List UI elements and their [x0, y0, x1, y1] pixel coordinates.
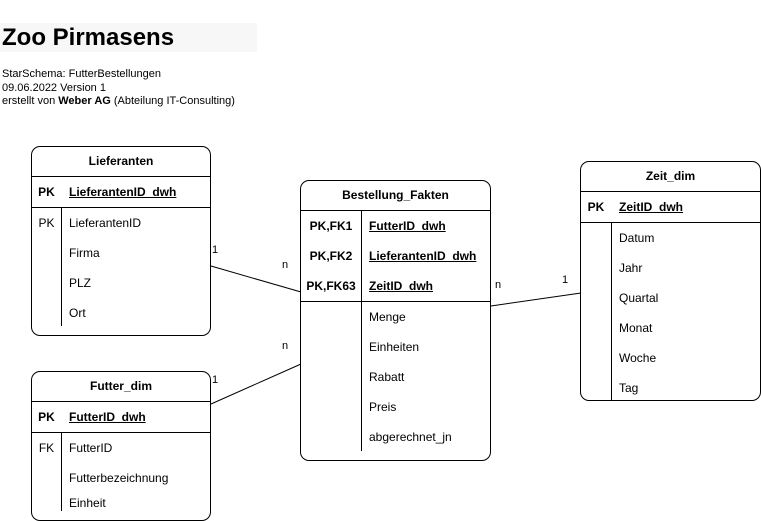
attribute-row[interactable]: Futterbezeichnung [32, 463, 210, 493]
cardinality-zeit-one: 1 [562, 274, 569, 286]
key-label: PK [38, 185, 55, 199]
entity-lieferanten[interactable]: Lieferanten PK LieferantenID_dwh PK Lief… [31, 146, 211, 336]
attribute-row[interactable]: Rabatt [301, 362, 490, 392]
attribute-row[interactable]: Tag [581, 373, 760, 403]
attribute-row[interactable]: Monat [581, 313, 760, 343]
entity-zeit-dim[interactable]: Zeit_dim PK ZeitID_dwh Datum Jahr Quarta… [580, 161, 761, 401]
entity-title: Futter_dim [89, 379, 152, 393]
page-title: Zoo Pirmasens [2, 24, 175, 51]
cardinality-lieferanten-one: 1 [212, 244, 219, 256]
column-divider [61, 432, 62, 511]
cardinality-zeit-many: n [495, 279, 502, 291]
relation-line-zeit[interactable] [490, 292, 582, 307]
attribute-row[interactable]: FK FutterID [32, 433, 210, 463]
field-name: ZeitID_dwh [619, 200, 684, 214]
pk-field-row: PK ZeitID_dwh [581, 192, 760, 222]
pk-field-row: PK,FK63 ZeitID_dwh [301, 271, 490, 301]
field-name: Rabatt [369, 370, 405, 384]
pk-field-row: PK LieferantenID_dwh [32, 177, 210, 207]
meta-schema: StarSchema: FutterBestellungen [2, 68, 161, 80]
key-label: PK,FK63 [306, 279, 356, 293]
column-divider [61, 207, 62, 326]
entity-title: Zeit_dim [645, 169, 696, 183]
cardinality-futter-one: 1 [212, 374, 219, 386]
attribute-row[interactable]: Preis [301, 392, 490, 422]
relation-line-lieferanten[interactable] [210, 265, 302, 293]
meta-version: 09.06.2022 Version 1 [2, 81, 106, 94]
field-name: Datum [619, 231, 655, 245]
attribute-row[interactable]: PLZ [32, 268, 210, 298]
pk-row[interactable]: PK ZeitID_dwh [581, 191, 760, 223]
key-label: PK,FK1 [309, 219, 353, 233]
field-name: abgerechnet_jn [369, 430, 452, 444]
field-name: LieferantenID_dwh [69, 185, 177, 199]
cardinality-lieferanten-many: n [282, 259, 289, 271]
column-divider [611, 222, 612, 401]
meta-company: Weber AG [58, 95, 111, 107]
field-name: Jahr [619, 261, 643, 275]
key-label: PK [38, 216, 55, 230]
field-name: Monat [619, 321, 653, 335]
key-label: FK [38, 441, 55, 455]
entity-title: Bestellung_Fakten [342, 188, 449, 202]
field-name: FutterID_dwh [369, 219, 446, 233]
attribute-row[interactable]: Einheiten [301, 332, 490, 362]
field-name: LieferantenID_dwh [369, 249, 477, 263]
attribute-row[interactable]: PK LieferantenID [32, 208, 210, 238]
pk-row[interactable]: PK FutterID_dwh [32, 401, 210, 433]
attribute-row[interactable]: Quartal [581, 283, 760, 313]
field-name: Firma [69, 246, 100, 260]
title-background [0, 23, 257, 52]
field-name: Preis [369, 400, 397, 414]
attribute-row[interactable]: Jahr [581, 253, 760, 283]
pk-row[interactable]: PK LieferantenID_dwh [32, 176, 210, 208]
field-name: Einheit [69, 496, 106, 510]
pk-field-row: PK FutterID_dwh [32, 402, 210, 432]
relation-line-futter[interactable] [210, 363, 302, 405]
key-label: PK [587, 200, 605, 214]
field-name: Einheiten [369, 340, 420, 354]
field-name: FutterID_dwh [69, 410, 146, 424]
attribute-row[interactable]: Firma [32, 238, 210, 268]
key-label: PK,FK2 [309, 249, 353, 263]
column-divider [361, 210, 362, 451]
attribute-row[interactable]: Einheit [32, 493, 210, 513]
diagram-meta: StarSchema: FutterBestellungen 09.06.202… [2, 68, 235, 109]
entity-bestellung-fakten[interactable]: Bestellung_Fakten PK,FK1 FutterID_dwh PK… [300, 180, 491, 461]
key-label: PK [38, 410, 55, 424]
attribute-row[interactable]: Woche [581, 343, 760, 373]
field-name: Tag [619, 381, 639, 395]
entity-title: Lieferanten [88, 154, 154, 168]
meta-author-prefix: erstellt von [2, 95, 59, 107]
field-name: FutterID [69, 441, 113, 455]
field-name: Menge [369, 310, 406, 324]
attribute-row[interactable]: Datum [581, 223, 760, 253]
field-name: Ort [69, 306, 86, 320]
field-name: Woche [619, 351, 657, 365]
meta-author: erstellt von Weber AG (Abteilung IT-Cons… [2, 95, 235, 109]
cardinality-futter-many: n [282, 340, 289, 352]
attribute-row[interactable]: abgerechnet_jn [301, 422, 490, 452]
field-name: Quartal [619, 291, 659, 305]
attribute-row[interactable]: Ort [32, 298, 210, 328]
pk-field-row: PK,FK1 FutterID_dwh [301, 211, 490, 241]
entity-futter-dim[interactable]: Futter_dim PK FutterID_dwh FK FutterID F… [31, 371, 211, 521]
field-name: ZeitID_dwh [369, 279, 434, 293]
meta-department: (Abteilung IT-Consulting) [110, 95, 235, 107]
field-name: PLZ [69, 276, 92, 290]
pk-field-row: PK,FK2 LieferantenID_dwh [301, 241, 490, 271]
pk-row[interactable]: PK,FK1 FutterID_dwh PK,FK2 LieferantenID… [301, 210, 490, 302]
field-name: Futterbezeichnung [69, 471, 169, 485]
attribute-row[interactable]: Menge [301, 302, 490, 332]
field-name: LieferantenID [69, 216, 142, 230]
